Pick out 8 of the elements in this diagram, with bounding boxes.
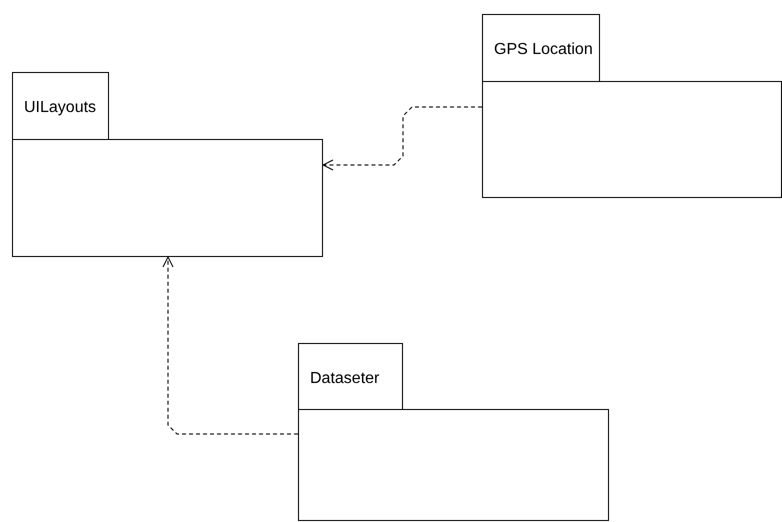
- uml-package: [298, 343, 609, 522]
- package-name: UILayouts: [24, 99, 96, 117]
- package-name: Dataseter: [310, 370, 380, 388]
- uml-package: [482, 14, 782, 199]
- package-name: GPS Location: [494, 41, 593, 59]
- dependency-arrow: [322, 106, 482, 170]
- dependency-arrow: [162, 256, 298, 434]
- uml-package: [12, 72, 323, 258]
